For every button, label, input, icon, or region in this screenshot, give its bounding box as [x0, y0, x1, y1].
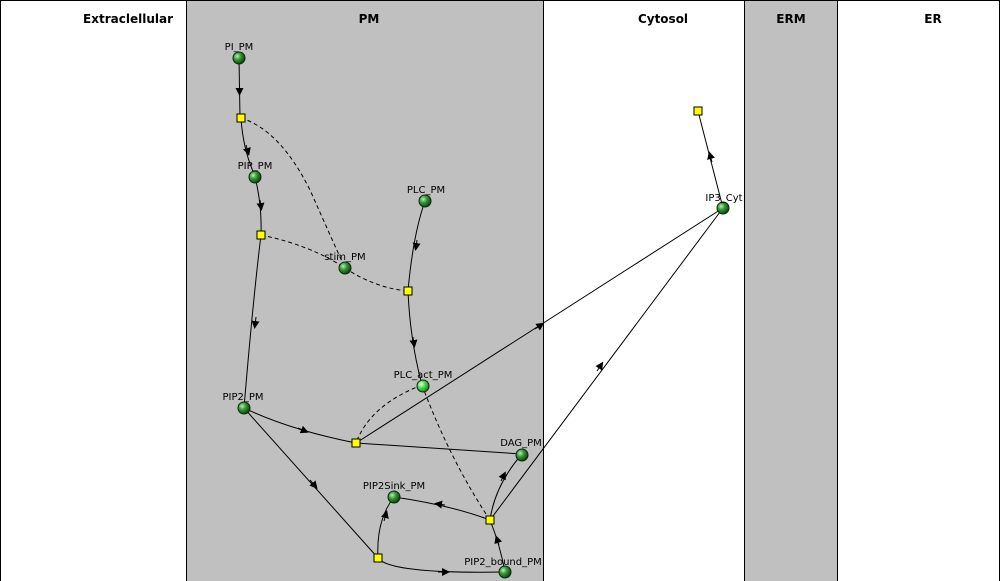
species-label: PIP2_PM [222, 392, 263, 403]
edge-r5-sink-arrow [434, 500, 446, 509]
edge-r1-pip-arrow [243, 144, 251, 156]
edge-r3-to-plcact[interactable] [407, 290, 423, 386]
lane-title-pm: PM [359, 12, 380, 26]
species-pip-pm[interactable]: PIP_PM [238, 161, 273, 184]
species-label: PIP2Sink_PM [363, 481, 425, 492]
edge-r7-sink-arrow [381, 510, 389, 522]
reaction-node-r5[interactable] [485, 515, 495, 525]
species-dag-pm[interactable]: DAG_PM [500, 438, 542, 462]
species-plc-pm[interactable]: PLC_PM [407, 185, 445, 208]
species-pip2sink-pm[interactable]: PIP2Sink_PM [363, 481, 425, 504]
reaction-node-r7[interactable] [373, 553, 383, 563]
reaction-nodes [236, 106, 703, 563]
lane-erm [744, 0, 838, 581]
edge-r4-to-dag[interactable] [355, 442, 523, 455]
edge-pip2-r4-arrow [297, 425, 309, 434]
edge-mod-plcact-r4[interactable] [355, 384, 423, 444]
lane-title-cytosol: Cytosol [638, 12, 688, 26]
reaction-node-r6[interactable] [693, 106, 703, 116]
edge-r5-to-dag[interactable] [489, 453, 523, 521]
species-ip3-cyt[interactable]: IP3_Cyt [705, 193, 743, 215]
species-plc-act-pm[interactable]: PLC_act_PM [394, 370, 453, 393]
lane-extracellular [0, 0, 187, 581]
edge-ip3-r6-arrow [707, 151, 715, 163]
edge-mod-plcact-r5[interactable] [421, 384, 491, 521]
species-label: stim_PM [324, 252, 365, 263]
species-label: PLC_act_PM [394, 370, 453, 381]
lane-title-erm: ERM [776, 12, 805, 26]
species-stim-pm[interactable]: stim_PM [324, 252, 366, 275]
species-label: DAG_PM [500, 438, 542, 449]
species-label: PIP2_bound_PM [464, 557, 542, 568]
edge-r4-ip3-arrow [534, 322, 545, 331]
reaction-node-r1[interactable] [236, 113, 246, 123]
edge-pip2-r7-arrow [309, 479, 318, 490]
edge-pip-r2-arrow [256, 199, 265, 211]
lane-pm [186, 0, 544, 581]
edge-pip2-to-r4[interactable] [243, 407, 357, 444]
lane-er [837, 0, 1000, 581]
edge-r5-to-ip3[interactable] [489, 207, 724, 521]
edge-mod-r1-stim[interactable] [240, 117, 346, 269]
edge-mod-r2-stim[interactable] [260, 234, 346, 269]
edge-plc-to-r3[interactable] [407, 200, 426, 292]
edge-r5-dag-arrow [498, 471, 506, 482]
species-pi-pm[interactable]: PI_PM [225, 42, 254, 65]
species-label: PIP_PM [238, 161, 273, 172]
edge-r2-to-pip2[interactable] [243, 234, 262, 409]
lane-title-er: ER [924, 12, 941, 26]
species-nodes: PI_PM PIP_PM PLC_PM stim_PM PLC_act_PM P… [222, 42, 743, 579]
species-pip2-pm[interactable]: PIP2_PM [222, 392, 264, 415]
edge-plc-r3-arrow [412, 239, 421, 251]
species-label: PLC_PM [407, 185, 445, 196]
lane-cytosol [543, 0, 745, 581]
species-pip2-bound-pm[interactable]: PIP2_bound_PM [464, 557, 542, 579]
species-label: IP3_Cyt [705, 193, 742, 204]
edge-r5-ip3-arrow [595, 361, 604, 372]
edge-r2-pip2-arrow [251, 316, 260, 329]
species-label: PI_PM [225, 42, 254, 53]
edge-bound-r5-arrow [494, 535, 503, 546]
reaction-node-r4[interactable] [351, 438, 361, 448]
lane-titles: Extraclellular PM Cytosol ERM ER [83, 12, 942, 26]
edge-r3-plcact-arrow [409, 336, 418, 348]
reaction-node-r2[interactable] [256, 230, 266, 240]
reaction-node-r3[interactable] [403, 286, 413, 296]
lane-title-extracellular: Extraclellular [83, 12, 173, 26]
edge-r5-to-sink[interactable] [393, 496, 491, 521]
